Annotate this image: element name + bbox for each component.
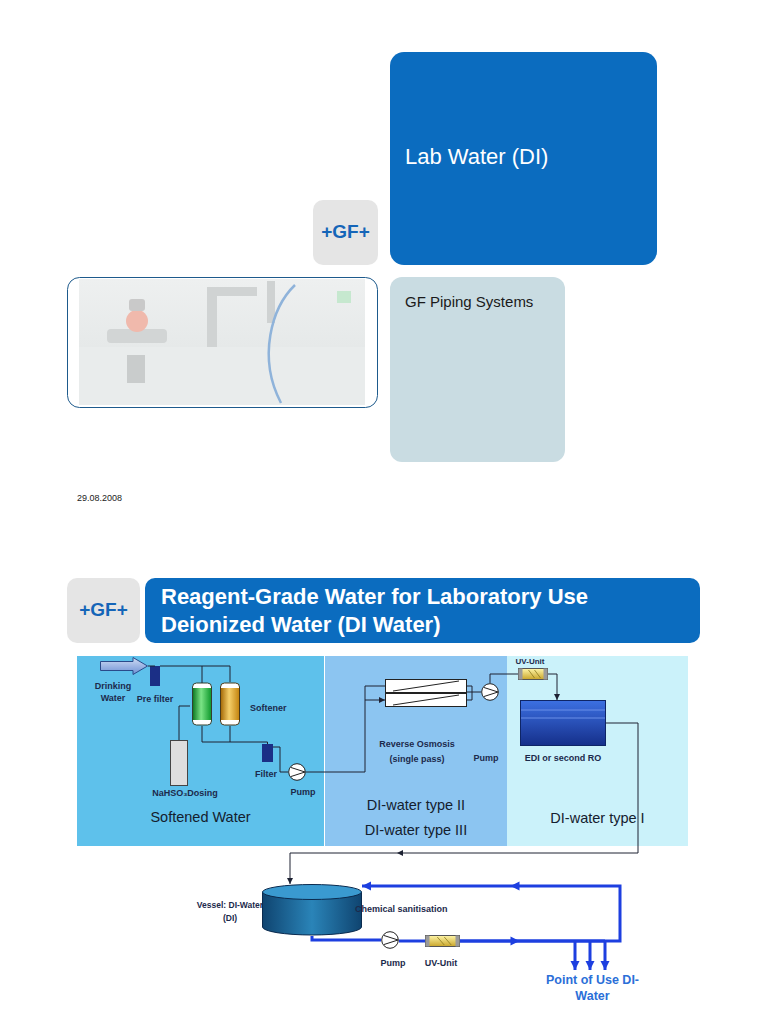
ro-membrane: Reverse Osmosis (single pass) — [385, 679, 467, 707]
flow-connector — [460, 937, 610, 971]
edi-unit-outline — [520, 700, 606, 746]
photo-valve — [126, 310, 148, 332]
arrow-head — [362, 882, 371, 891]
date-label: 29.08.2008 — [77, 493, 122, 503]
ro-membrane-outline — [385, 679, 467, 707]
loop-note: Chemical sanitisation — [355, 904, 448, 914]
point-of-use: Point of Use DI-Water — [540, 970, 645, 1006]
flow-connector — [312, 936, 381, 940]
node-text: UV-Unit — [416, 957, 466, 969]
node-text: UV-Unit — [505, 656, 555, 668]
title-box: Lab Water (DI) — [390, 52, 657, 265]
prefilter-symbol: Pre filter — [150, 666, 160, 686]
arrow-head — [511, 937, 520, 946]
logo-box: +GF+ — [313, 200, 378, 265]
filter-symbol: Filter — [262, 744, 273, 762]
dosing-tank-outline — [170, 740, 188, 786]
pump-symbol-outline — [481, 683, 499, 701]
softener-columns-outline — [190, 682, 242, 726]
dosing-tank: NaHSO₃Dosing — [170, 740, 188, 786]
node-text: EDI or second RO — [513, 752, 613, 764]
pump-symbol-outline — [288, 763, 306, 781]
node-text: Softened Water — [77, 809, 324, 825]
photo-frame — [68, 278, 378, 408]
arrow-head — [601, 961, 610, 970]
arrow-head — [571, 961, 580, 970]
node-text: DI-water type II — [325, 797, 507, 813]
softener-columns: Softener — [190, 682, 242, 726]
pump-symbol: Pump — [481, 683, 499, 701]
node-text: Drinking Water — [91, 680, 135, 704]
node-text: DI-water type III — [325, 822, 507, 838]
node-text: Pump — [466, 752, 506, 764]
node-text: Pump — [283, 786, 323, 798]
photo-background — [79, 279, 365, 405]
flow-line — [399, 940, 425, 943]
node-text: Reverse Osmosis (single pass) — [372, 737, 462, 767]
node-text: NaHSO₃Dosing — [140, 787, 230, 799]
uv-unit-symbol-outline — [518, 668, 548, 680]
prefilter-symbol-outline — [150, 666, 160, 686]
node-text: Point of Use DI-Water — [540, 972, 645, 1004]
inlet-arrow: Drinking Water — [100, 657, 148, 675]
storage-vessel: Vessel: DI-Water (DI) — [262, 884, 362, 936]
storage-vessel-outline — [262, 884, 362, 936]
node-text: Vessel: DI-Water (DI) — [195, 899, 265, 925]
pump-symbol-outline — [381, 931, 399, 949]
node-text: Filter — [246, 768, 286, 780]
flow-line — [312, 936, 381, 940]
stage-panel: DI-water type I UV-UnitEDI or second RO — [507, 656, 688, 846]
node-text: +GF+ — [67, 599, 140, 621]
photo-card — [67, 277, 378, 408]
photo-sign — [337, 291, 351, 303]
flow-line — [460, 941, 605, 970]
arrow-head — [511, 882, 520, 891]
uv-unit-symbol-outline — [425, 935, 460, 947]
pump-symbol: Pump — [288, 763, 306, 781]
uv-unit-symbol: UV-Unit — [425, 935, 460, 947]
node-text: Pump — [373, 957, 413, 969]
company-box: GF Piping Systems — [390, 277, 565, 462]
title-bar: Reagent-Grade Water for Laboratory Use D… — [145, 578, 700, 643]
arrow-head — [397, 850, 403, 856]
arrow-head — [586, 961, 595, 970]
photo-cable — [269, 285, 295, 403]
node-text: Pre filter — [130, 693, 180, 705]
flow-connector — [399, 941, 425, 942]
pump-symbol: Pump — [381, 931, 399, 949]
node-text: GF Piping Systems — [405, 293, 533, 310]
inlet-arrow-outline — [100, 657, 148, 675]
photo-bench — [79, 347, 365, 405]
photo-tap — [207, 287, 257, 296]
stage-panel: Softened WaterDrinking WaterPre filterSo… — [77, 656, 324, 846]
arrow-head — [287, 878, 293, 884]
uv-unit-symbol: UV-Unit — [518, 668, 548, 680]
edi-unit: EDI or second RO — [520, 700, 606, 746]
node-text: DI-water type I — [507, 810, 688, 826]
filter-symbol-outline — [262, 744, 273, 762]
slide-title: Reagent-Grade Water for Laboratory Use D… — [161, 583, 691, 639]
node-text: Lab Water (DI) — [405, 144, 548, 170]
stage-panel: DI-water type II DI-water type III Reverse… — [325, 656, 507, 846]
node-text: Softener — [250, 702, 287, 714]
photo-pipe — [127, 355, 145, 383]
photo-valve-handle — [129, 299, 145, 311]
logo-box: +GF+ — [67, 578, 140, 643]
node-text: +GF+ — [313, 221, 378, 243]
